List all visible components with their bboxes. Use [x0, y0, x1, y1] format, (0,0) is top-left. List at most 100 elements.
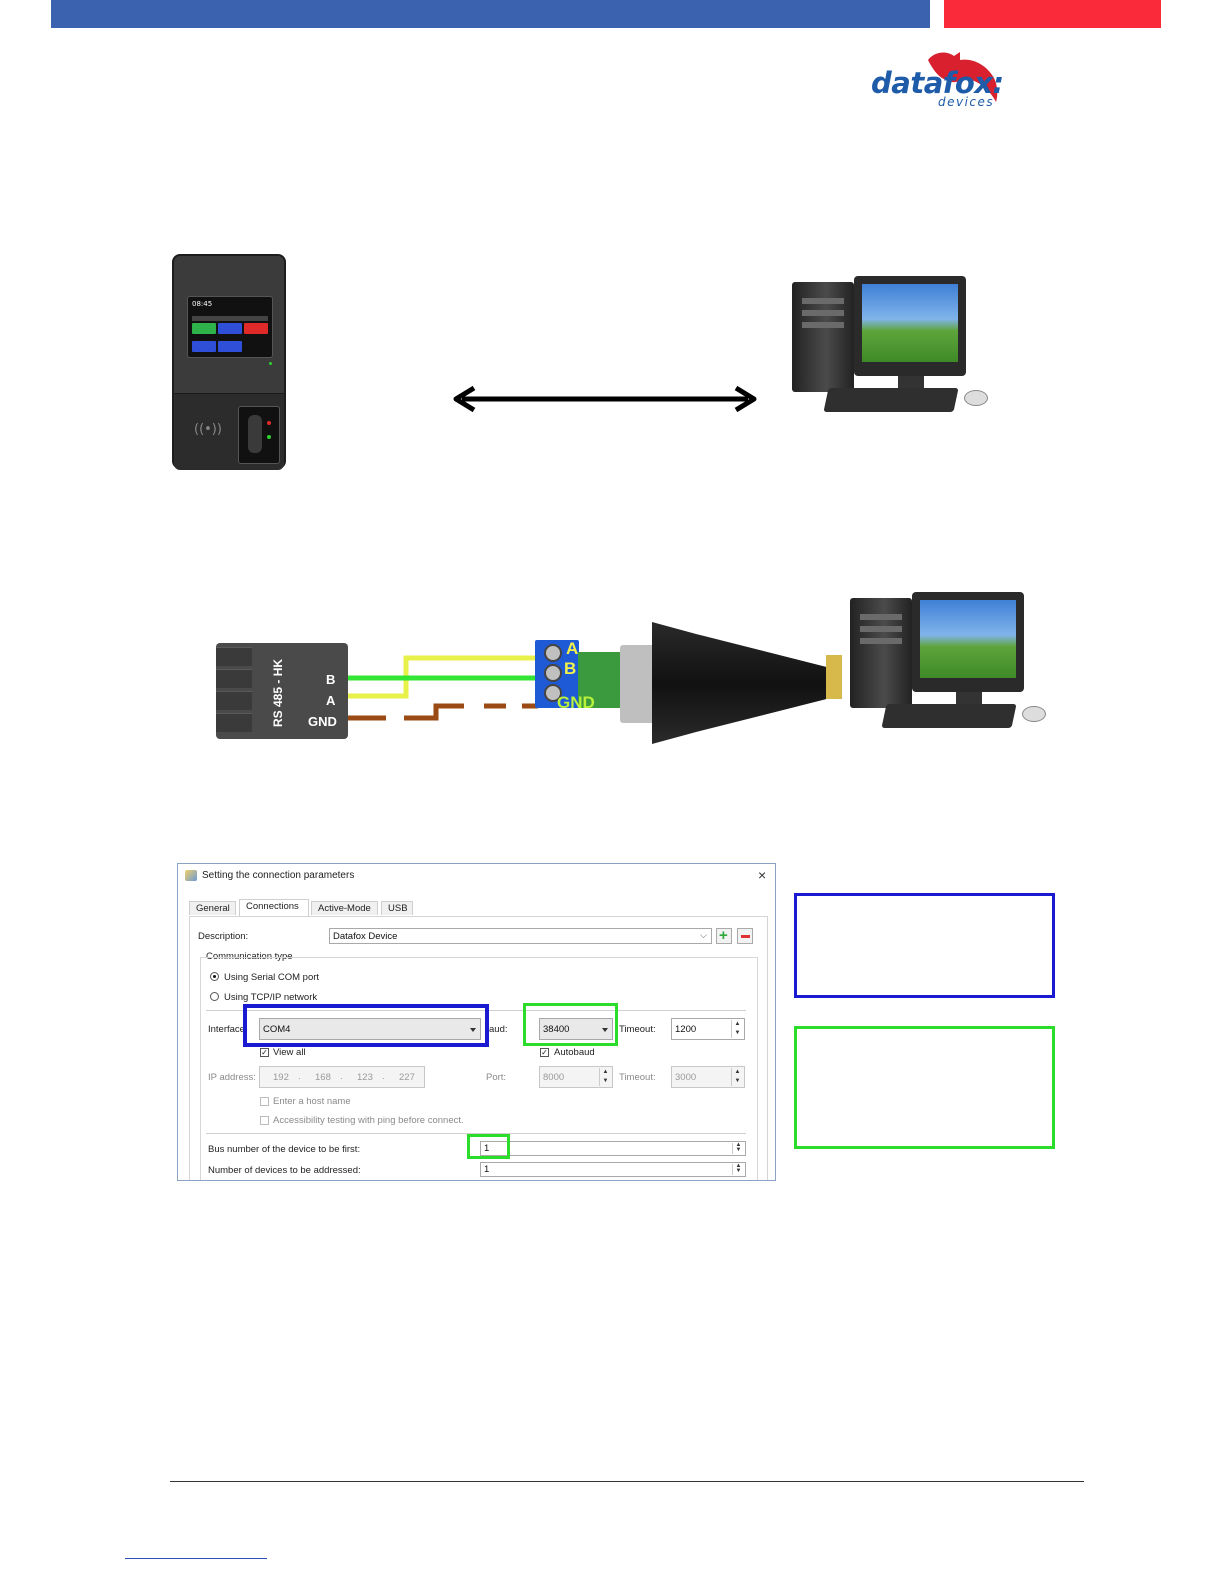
bus-number-value: 1 [484, 1143, 490, 1154]
spinner-icon[interactable]: ▲▼ [732, 1142, 744, 1154]
fingerprint-reader-icon [238, 406, 280, 464]
pin-label-gnd: GND [308, 714, 337, 729]
add-device-button[interactable]: + [716, 927, 732, 944]
pc-tower [792, 282, 854, 392]
close-icon[interactable]: × [758, 867, 767, 883]
host-name-checkbox[interactable] [260, 1097, 269, 1106]
port-input[interactable]: 8000 ▲▼ [539, 1066, 613, 1088]
autobaud-checkbox[interactable]: ✓ [540, 1048, 549, 1057]
pin-label-a: A [326, 693, 336, 708]
terminal-block [535, 640, 579, 708]
timeout2-label: Timeout: [619, 1072, 656, 1083]
view-all-label: View all [273, 1047, 306, 1058]
radio-serial-com[interactable] [210, 972, 219, 981]
tab-active-mode[interactable]: Active-Mode [311, 901, 378, 915]
minus-icon [741, 935, 750, 938]
pin-label-b: B [326, 672, 336, 687]
annotation-box-green [794, 1026, 1055, 1149]
description-label: Description: [198, 931, 249, 942]
timeout-input[interactable]: 1200 ▲▼ [671, 1018, 745, 1040]
bus-number-input[interactable]: 1 ▲▼ [480, 1141, 746, 1156]
spinner-icon[interactable]: ▲▼ [732, 1163, 744, 1175]
timeout-label: Timeout: [619, 1024, 656, 1035]
spinner-icon[interactable]: ▲▼ [599, 1068, 611, 1086]
fox-icon [928, 52, 998, 102]
timeout2-input[interactable]: 3000 ▲▼ [671, 1066, 745, 1088]
baud-select[interactable]: 38400 [539, 1018, 613, 1040]
pc-keyboard [823, 388, 959, 412]
datafox-logo: datafox: devices [868, 50, 1008, 112]
baud-value: 38400 [543, 1024, 570, 1035]
bus-number-highlight-box [467, 1134, 510, 1159]
comm-type-label: Communication type [206, 951, 293, 962]
usb-plug [826, 655, 842, 699]
tab-general[interactable]: General [189, 901, 236, 915]
ip-octet: 123 [357, 1072, 373, 1083]
device-screen: 08:45 [187, 296, 273, 358]
tab-connections[interactable]: Connections [239, 899, 309, 916]
spinner-icon[interactable]: ▲▼ [731, 1068, 743, 1086]
description-combo[interactable]: Datafox Device ⌵ [329, 928, 712, 944]
ip-octet: 168 [315, 1072, 331, 1083]
adapter-label-gnd: GND [557, 693, 595, 712]
baud-label: aud: [489, 1024, 508, 1035]
footer-rule [170, 1481, 1084, 1482]
spinner-icon[interactable]: ▲▼ [731, 1020, 743, 1038]
wire-gnd-segment [404, 703, 464, 721]
contactless-icon: ((•)) [194, 422, 222, 437]
divider [206, 1133, 746, 1134]
device-tile [244, 323, 268, 334]
ip-address-label: IP address: [208, 1072, 256, 1083]
baud-highlight-box [523, 1003, 618, 1046]
annotation-box-blue [794, 893, 1055, 998]
radio-tcp-ip[interactable] [210, 992, 219, 1001]
db9-connector [620, 645, 658, 723]
connection-parameters-dialog: Setting the connection parameters × Gene… [177, 863, 776, 1181]
device-screen-bar [192, 316, 268, 321]
footer-link-underline[interactable] [125, 1558, 267, 1559]
ip-octet: 192 [273, 1072, 289, 1083]
pc-keyboard [881, 704, 1017, 728]
pc-monitor [854, 276, 966, 376]
bus-number-label: Bus number of the device to be first: [208, 1144, 361, 1155]
ip-octet: 227 [399, 1072, 415, 1083]
dialog-title: Setting the connection parameters [202, 870, 355, 881]
plus-icon: + [719, 927, 728, 944]
view-all-checkbox[interactable]: ✓ [260, 1048, 269, 1057]
logo-subtitle: devices [938, 95, 995, 109]
usb-serial-adapter-image [652, 622, 832, 744]
double-headed-arrow-icon [453, 385, 757, 413]
device-tile [192, 323, 216, 334]
ip-address-input[interactable]: 192 . 168 . 123 . 227 [259, 1066, 425, 1088]
radio-tcp-label: Using TCP/IP network [224, 992, 318, 1003]
device-tile [218, 323, 242, 334]
radio-serial-label: Using Serial COM port [224, 972, 320, 983]
host-name-label: Enter a host name [273, 1096, 351, 1107]
interface-value: COM4 [263, 1024, 291, 1035]
device-tile [218, 341, 242, 352]
device-count-input[interactable]: 1 ▲▼ [480, 1162, 746, 1177]
rs485-connector-image: RS 485 - HK B A GND [216, 643, 348, 739]
connections-panel: Description: Datafox Device ⌵ + Communic… [189, 916, 768, 1180]
dropdown-arrow-icon [602, 1028, 608, 1032]
desktop-computer-image [788, 272, 998, 432]
pc-mouse [1022, 706, 1046, 722]
pc-monitor [912, 592, 1024, 692]
remove-device-button[interactable] [737, 928, 753, 944]
comm-type-group [200, 957, 758, 1180]
timeout2-value: 3000 [675, 1072, 697, 1083]
tab-usb[interactable]: USB [381, 901, 413, 915]
divider [206, 1010, 746, 1011]
device-reader-area: ((•)) [174, 393, 284, 470]
connector-label: RS 485 - HK [271, 658, 285, 727]
timeout-value: 1200 [675, 1024, 697, 1035]
ping-checkbox[interactable] [260, 1116, 269, 1125]
interface-select[interactable]: COM4 [259, 1018, 481, 1040]
device-count-label: Number of devices to be addressed: [208, 1165, 361, 1176]
device-time: 08:45 [192, 300, 213, 308]
interface-highlight-box [243, 1004, 489, 1047]
autobaud-label: Autobaud [554, 1047, 595, 1058]
header-bar-red [944, 0, 1161, 28]
port-label: Port: [486, 1072, 507, 1083]
interface-label: Interface [208, 1024, 245, 1035]
